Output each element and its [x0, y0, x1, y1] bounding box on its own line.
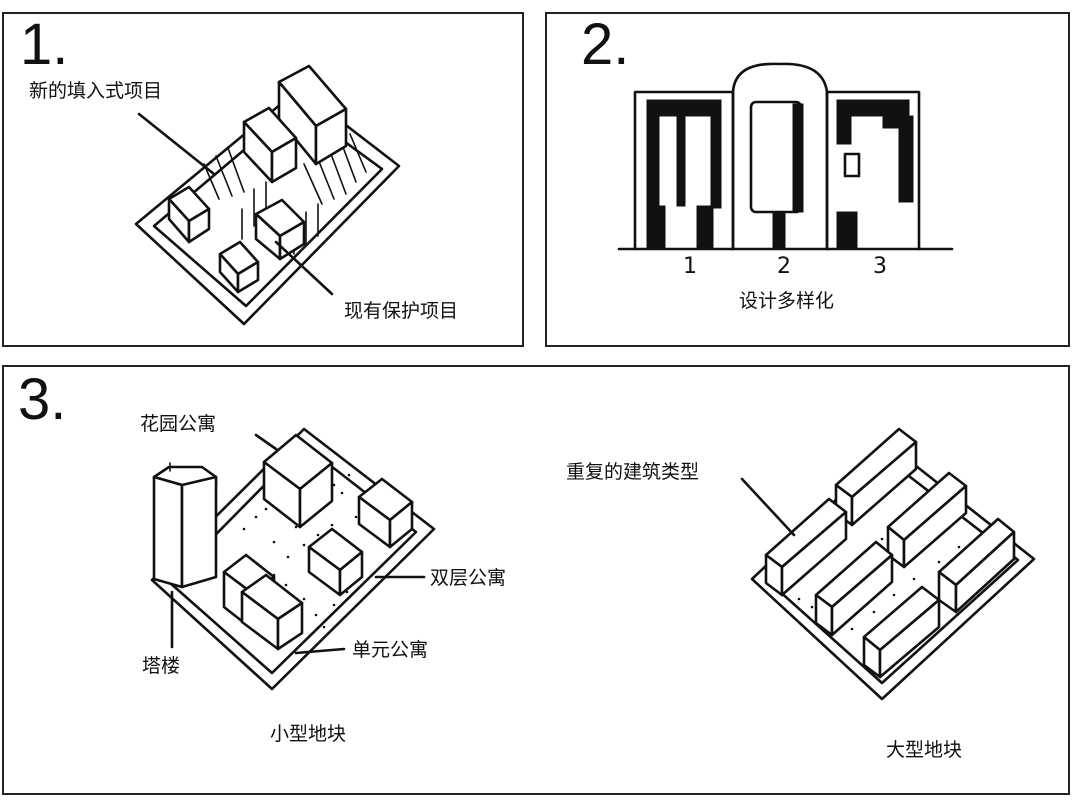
panel-number: 3.	[18, 367, 67, 432]
label-tower: 塔楼	[142, 655, 181, 677]
label-unit-apartment: 单元公寓	[352, 639, 429, 661]
label-garden-apartment: 花园公寓	[140, 413, 217, 435]
caption-design-diversity: 设计多样化	[739, 290, 835, 312]
caption-small-block: 小型地块	[270, 723, 347, 745]
sketch-block-comparison	[150, 427, 1036, 701]
panel-block-sizes: 3.	[2, 365, 1070, 795]
label-new-infill-project: 新的填入式项目	[29, 80, 163, 102]
label-repeated-building-types: 重复的建筑类型	[566, 461, 700, 483]
panel-design-diversity: 2. 1 2 3 设计多样化	[545, 12, 1070, 347]
facade-number-1: 1	[683, 254, 697, 279]
panel-number: 1.	[20, 12, 69, 77]
caption-large-block: 大型地块	[886, 739, 963, 761]
panel-number: 2.	[581, 12, 630, 77]
label-existing-protected-project: 现有保护项目	[344, 300, 459, 322]
sketch-infill-block	[134, 64, 401, 326]
label-duplex-apartment: 双层公寓	[430, 567, 507, 589]
sketch-facades	[617, 62, 954, 251]
facade-number-2: 2	[777, 254, 791, 279]
panel-infill-projects: 1.	[2, 12, 524, 347]
facade-number-3: 3	[873, 254, 887, 279]
